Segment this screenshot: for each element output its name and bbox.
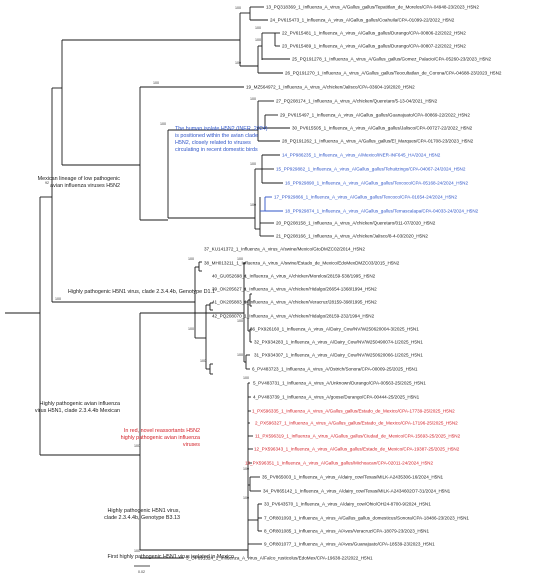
bootstrap-value: 100 (250, 203, 256, 207)
leaf-label: 12_PX596343_1_Influenza_A_virus_A/Gallus… (254, 447, 460, 452)
leaf-label: 25_PQ191278_1_Influenza_A_virus_A/Gallus… (292, 57, 492, 62)
clade-annotation: H5N2, closely related to viruses (175, 140, 251, 146)
clade-annotation: avian influenza viruses H5N2 (50, 183, 120, 189)
bootstrap-value: 100 (235, 61, 241, 65)
bootstrap-value: 100 (237, 319, 243, 323)
leaf-label: 40_GU052698_1_Influenza_A_virus_A/chicke… (212, 274, 376, 279)
bootstrap-value: 100 (250, 97, 256, 101)
bootstrap-value: 100 (134, 444, 140, 448)
clade-annotation: The human isolate H5N2 (INER, 2024) (175, 126, 268, 132)
leaf-label: 21_PQ208166_1_Influenza_A_virus_A/chicke… (276, 234, 428, 239)
clade-annotation: circulating in recent domestic birds (175, 147, 258, 153)
leaf-label: 6_PV483723_1_Influenza_A_virus_A/Ostrich… (252, 367, 418, 372)
bootstrap-value: 100 (243, 496, 249, 500)
clade-annotation: Highly pathogenic avian influenza (40, 401, 120, 407)
leaf-label: 22_PV615481_1_Influenza_A_virus_A/Gallus… (282, 31, 466, 36)
leaf-label: 26_PQ191270_1_Influenza_A_virus_A/Gallus… (285, 71, 502, 76)
scale-bar-label: 0.02 (138, 570, 145, 574)
bootstrap-values: 100 100 100 100 100 100 100 100 100 92 100 100 100 10… (45, 6, 261, 553)
bootstrap-value: 100 (55, 297, 61, 301)
clade-annotation: First highly pathogenic H5N1 virus isola… (108, 554, 234, 560)
bootstrap-value: 100 (200, 359, 206, 363)
leaf-label: 5_PV483731_1_Influenza_A_virus_A/Unknown… (253, 381, 426, 386)
clade-annotation: Highly pathogenic H5N1 virus, (107, 508, 180, 514)
bootstrap-value: 100 (235, 6, 241, 10)
leaf-label: 42_PQ208070_1_Influenza_A_virus_A/chicke… (212, 314, 375, 319)
bootstrap-value: 100 (255, 26, 261, 30)
bootstrap-value: 100 (250, 162, 256, 166)
bootstrap-value: 100 (243, 376, 249, 380)
leaf-label: 36_PX926160_1_Influenza_A_virus_A/Dairy_… (250, 327, 419, 332)
leaf-label: 28_PQ191262_1_Influenza_A_virus_A/Gallus… (282, 139, 474, 144)
bootstrap-value: 100 (237, 257, 243, 261)
leaf-label: 38_MH013211_1_Influenza_A_virus_A/swine/… (204, 261, 400, 266)
leaf-label: 14_PP986235_1_Influenza_A_virus_A/Mexico… (282, 153, 441, 158)
leaf-label: 37_KU141372_1_Influenza_A_virus_A/swine/… (204, 247, 365, 252)
leaf-label: 35_PV865003_1_Influenza_A_virus_A/dairy_… (262, 475, 444, 480)
leaf-label: 19_MZ564972_1_Influenza_A_virus_A/chicke… (246, 85, 415, 90)
bootstrap-value: 100 (255, 38, 261, 42)
clade-annotation: Highly pathogenic H5N1 virus, clade 2.3.… (68, 289, 215, 295)
leaf-label: 18_PP929874_1_Influenza_A_virus_A/Gallus… (285, 209, 479, 214)
leaf-label: 9_OR801077_1_Influenza_A_virus_A/Aves/Gu… (264, 542, 435, 547)
leaf-label: 16_PP929890_1_Influenza_A_virus_A/Gallus… (285, 181, 468, 186)
leaf-label: 27_PQ208174_1_Influenza_A_virus_A/chicke… (276, 99, 438, 104)
tree-branches (5, 6, 290, 559)
clade-annotation: clade 2.3.4.4b, Genotype B3.13 (104, 515, 180, 521)
leaf-label: 2_PX596327_1_Influenza_A_virus_A/Gallus_… (255, 421, 458, 426)
leaf-label: 13_PQ318369_1_Influenza_A_virus_A/Gallus… (266, 5, 479, 10)
clade-annotations: The human isolate H5N2 (INER, 2024)is po… (35, 126, 268, 560)
leaf-label: 3_OP891324_1_Influenza_A_virus_A/Falco_r… (186, 556, 373, 561)
leaf-labels: 13_PQ318369_1_Influenza_A_virus_A/Gallus… (186, 5, 502, 561)
clade-annotation: highly pathogenic avian influenza (121, 435, 200, 441)
leaf-label: 4_PV483739_1_Influenza_A_virus_A/goose/D… (253, 395, 420, 400)
clade-annotation: viruses (183, 442, 200, 448)
leaf-label: 39_OK205627_1_Influenza_A_virus_A/chicke… (212, 287, 377, 292)
leaf-label: 11_PX596319_1_Influenza_A_virus_A/Gallus… (255, 434, 461, 439)
bootstrap-value: 100 (153, 81, 159, 85)
bootstrap-value: 100 (188, 327, 194, 331)
leaf-label: 32_PX934283_1_Influenza_A_virus_A/Dairy_… (254, 340, 423, 345)
clade-annotation: is positioned within the avian clade (175, 133, 258, 139)
leaf-label: 10_PX596351_1_Influenza_A_virus_A/Gallus… (245, 461, 433, 466)
leaf-label: 23_PV615489_1_Influenza_A_virus_A/Gallus… (282, 44, 466, 49)
leaf-label: 17_PP929866_1_Influenza_A_virus_A/Gallus… (274, 195, 457, 200)
bootstrap-value: 100 (160, 122, 166, 126)
leaf-label: 29_PV615497_1_Influenza_A_virus_A/Gallus… (280, 113, 470, 118)
clade-annotation: virus H5N1, clade 2.3.4.4b Mexican (35, 408, 120, 414)
bootstrap-value: 100 (188, 257, 194, 261)
leaf-label: 31_PX934307_1_Influenza_A_virus_A/Dairy_… (254, 353, 423, 358)
bootstrap-value: 100 (243, 467, 249, 471)
scale-bar: 0.02 (134, 565, 150, 574)
leaf-label: 8_OR801085_1_Influenza_A_virus_A/Aves/Ve… (264, 529, 430, 534)
leaf-label: 15_PP929882_1_Influenza_A_virus_A/Gallus… (276, 167, 466, 172)
leaf-label: 1_PX596335_1_Influenza_A_virus_A/Gallus_… (252, 409, 455, 414)
leaf-label: 7_OR801093_1_Influenza_A_virus_A/Gallus_… (264, 516, 469, 521)
clade-annotation: In red, novel reassortants H5N2 (124, 428, 200, 434)
leaf-label: 41_OK205883_1_Influenza_A_virus_A/chicke… (212, 300, 377, 305)
leaf-label: 30_PV615505_1_Influenza_A_virus_A/Gallus… (292, 126, 473, 131)
leaf-label: 33_PV643570_1_Influenza_A_virus_A/dairy_… (264, 502, 431, 507)
bootstrap-value: 100 (134, 549, 140, 553)
bootstrap-value: 100 (237, 353, 243, 357)
leaf-label: 20_PQ208158_1_Influenza_A_virus_A/chicke… (276, 221, 436, 226)
leaf-label: 34_PV865142_1_Influenza_A_virus_A/dairy_… (263, 489, 451, 494)
bootstrap-value: 92 (45, 181, 49, 185)
leaf-label: 24_PV615473_1_Influenza_A_virus_A/Gallus… (270, 18, 455, 23)
clade-annotation: Mexican lineage of low pathogenic (38, 176, 121, 182)
